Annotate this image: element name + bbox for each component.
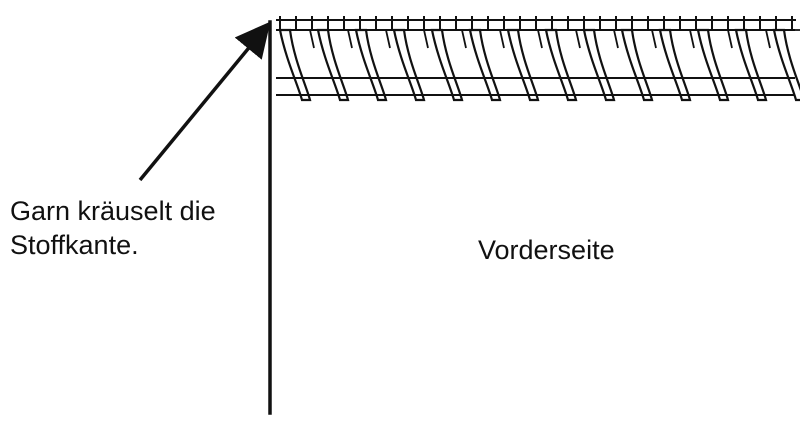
looper-loop — [354, 28, 388, 102]
looper-loop — [658, 28, 692, 102]
looper-loop — [696, 28, 730, 102]
loop-crossing — [410, 29, 429, 49]
loop-crossing — [296, 29, 315, 49]
loop-crossing — [714, 29, 733, 49]
loop-crossing — [486, 29, 505, 49]
loop-crossing — [562, 29, 581, 49]
pointer-arrow — [138, 21, 271, 182]
looper-loop — [316, 28, 350, 102]
looper-loop — [734, 28, 768, 102]
looper-loop — [772, 28, 800, 102]
loop-crossing — [790, 29, 800, 31]
loop-crossing — [524, 29, 543, 49]
looper-loop — [620, 28, 654, 102]
loop-crossing — [448, 29, 467, 49]
loop-crossing — [600, 29, 619, 49]
overlock-stitch-band — [276, 16, 800, 102]
loop-crossing — [752, 29, 771, 49]
loop-crossing — [676, 29, 695, 49]
looper-loop — [278, 28, 312, 102]
looper-loop — [468, 28, 502, 102]
fabric-side-label: Vorderseite — [478, 235, 615, 265]
looper-loop — [430, 28, 464, 102]
loop-crossing — [372, 29, 391, 49]
loop-crossing — [638, 29, 657, 49]
looper-loop — [392, 28, 426, 102]
edge-curl-caption-line1: Garn kräuselt die — [10, 196, 216, 226]
loop-crossing — [334, 29, 353, 49]
edge-curl-caption: Garn kräuselt die Stoffkante. — [10, 194, 216, 262]
edge-curl-caption-line2: Stoffkante. — [10, 230, 139, 260]
looper-loop — [544, 28, 578, 102]
looper-loop — [506, 28, 540, 102]
looper-loop — [582, 28, 616, 102]
